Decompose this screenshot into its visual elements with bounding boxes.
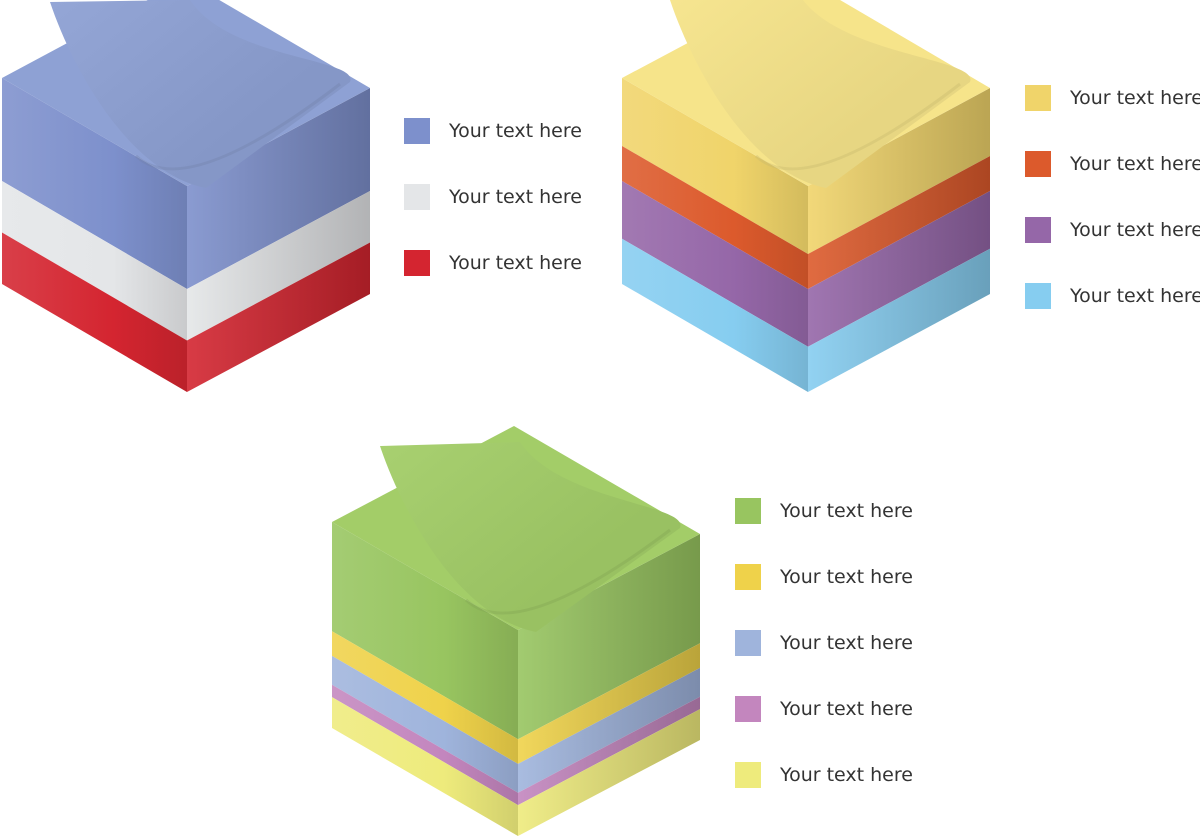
legend-label: Your text here	[449, 252, 582, 274]
legend-label: Your text here	[1070, 285, 1200, 307]
cube-layer-right-face	[518, 709, 700, 836]
legend-label: Your text here	[780, 632, 913, 654]
legend-label: Your text here	[1070, 219, 1200, 241]
cube-layer-right-face	[187, 88, 370, 289]
cube-layer-left-face	[332, 522, 518, 740]
legend-label: Your text here	[780, 698, 913, 720]
cube-layer-left-face	[332, 655, 518, 793]
cube-layer-left-face	[2, 232, 187, 392]
cube-layer-left-face	[622, 238, 808, 392]
cube-layer-right-face	[808, 88, 990, 254]
legend-swatch	[735, 630, 761, 656]
legend-swatch	[404, 184, 430, 210]
cube-layer-right-face	[518, 534, 700, 740]
cube-layer-left-face	[622, 78, 808, 254]
cube-layer-left-face	[2, 78, 187, 289]
legend-swatch	[1025, 217, 1051, 243]
cube-blue	[2, 0, 370, 392]
peeling-sheet	[670, 0, 971, 188]
cube-layer-left-face	[332, 697, 518, 836]
cube-layer-left-face	[332, 684, 518, 806]
legend-label: Your text here	[449, 186, 582, 208]
cube-green	[332, 426, 700, 836]
legend-swatch	[404, 118, 430, 144]
sheet-shadow	[754, 82, 961, 171]
legend-swatch	[404, 250, 430, 276]
cube-layer-right-face	[518, 667, 700, 793]
legend-swatch	[735, 498, 761, 524]
cube-layer-right-face	[518, 696, 700, 806]
legend-label: Your text here	[780, 500, 913, 522]
sheet-shadow	[134, 82, 341, 171]
legend-label: Your text here	[1070, 87, 1200, 109]
cube-layer-left-face	[622, 181, 808, 347]
sheet-shadow	[464, 528, 671, 615]
cube-layer-left-face	[622, 146, 808, 289]
cube-layer-left-face	[2, 181, 187, 341]
legend-label: Your text here	[780, 764, 913, 786]
cube-layer-left-face	[332, 631, 518, 764]
legend-swatch	[1025, 85, 1051, 111]
legend-label: Your text here	[449, 120, 582, 142]
legend-swatch	[735, 564, 761, 590]
legend-label: Your text here	[1070, 153, 1200, 175]
cube-layer-right-face	[518, 643, 700, 764]
cube-layer-right-face	[808, 191, 990, 347]
legend-label: Your text here	[780, 566, 913, 588]
cube-layer-right-face	[187, 191, 370, 341]
legend-swatch	[1025, 283, 1051, 309]
cube-layer-right-face	[187, 242, 370, 392]
cube-pastel	[622, 0, 990, 392]
legend-swatch	[735, 696, 761, 722]
legend-swatch	[1025, 151, 1051, 177]
cube-layer-right-face	[808, 248, 990, 392]
legend-swatch	[735, 762, 761, 788]
peeling-sheet	[380, 442, 681, 632]
peeling-sheet	[50, 0, 351, 188]
cube-layer-right-face	[808, 156, 990, 289]
